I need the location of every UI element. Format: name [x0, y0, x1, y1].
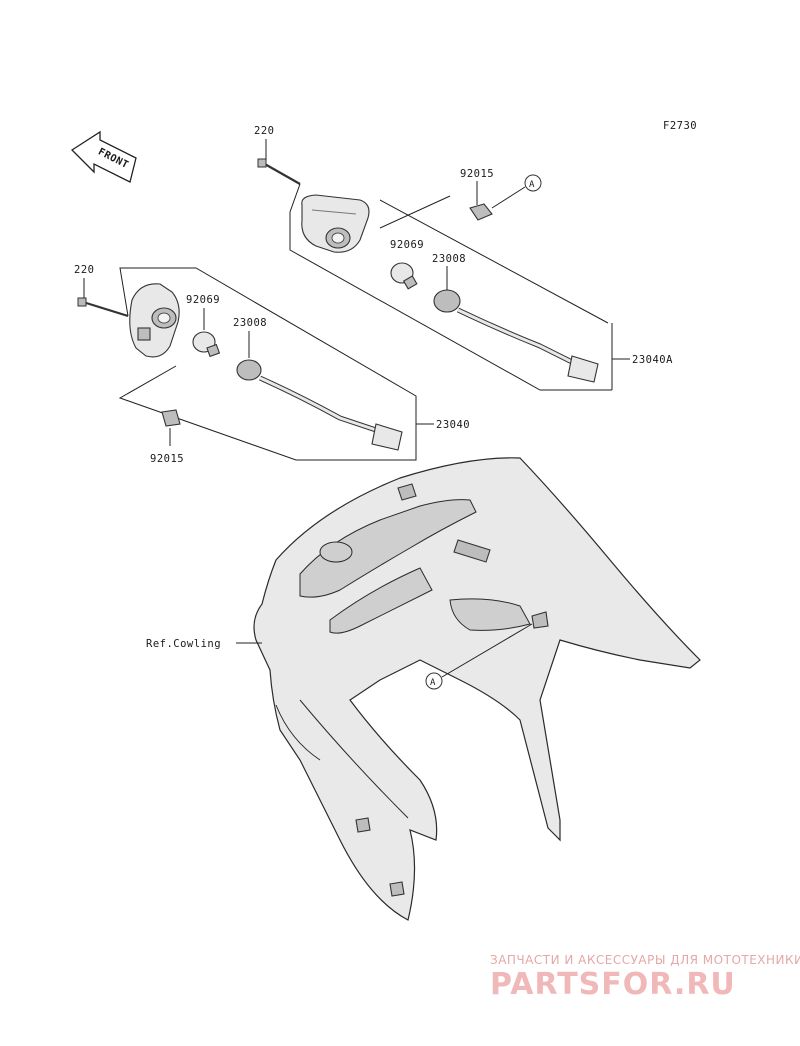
socket-right [433, 289, 599, 383]
bolt-left [77, 297, 129, 318]
bolt-right [257, 158, 301, 185]
callout-bulb-right: 92069 [390, 239, 424, 251]
callout-bolt-right: 220 [254, 125, 274, 137]
callout-bolt-left: 220 [74, 264, 94, 276]
turn-signal-lens-right [301, 194, 370, 253]
cowling [253, 457, 701, 921]
figure-code: F2730 [663, 120, 697, 132]
turn-signal-right-group: 220 92015 A 92069 [254, 125, 673, 391]
turn-signal-left-group: 220 92015 92069 23008 [74, 264, 470, 465]
svg-text:A: A [529, 180, 535, 190]
bulb-right [390, 262, 418, 290]
callout-assy-right: 23040A [632, 354, 673, 366]
callout-ref-cowling: Ref.Cowling [146, 638, 221, 650]
callout-clip-left: 92015 [150, 453, 184, 465]
clip-left [161, 409, 181, 427]
callout-assy-left: 23040 [436, 419, 470, 431]
callout-clip-right: 92015 [460, 168, 494, 180]
marker-a-top: A [491, 174, 542, 209]
bulb-left [192, 331, 221, 358]
clip-right [469, 203, 493, 221]
marker-a-bottom: A [425, 623, 533, 690]
svg-text:A: A [430, 678, 436, 688]
callout-socket-right: 23008 [432, 253, 466, 265]
callout-bulb-left: 92069 [186, 294, 220, 306]
front-arrow-icon: FRONT [70, 130, 137, 183]
watermark-logo: PARTSFOR.RU [490, 967, 736, 1002]
callout-socket-left: 23008 [233, 317, 267, 329]
socket-left [236, 359, 403, 451]
watermark-tagline: ЗАПЧАСТИ И АКСЕССУАРЫ ДЛЯ МОТОТЕХНИКИ [490, 953, 800, 967]
turn-signal-lens-left [129, 283, 180, 358]
